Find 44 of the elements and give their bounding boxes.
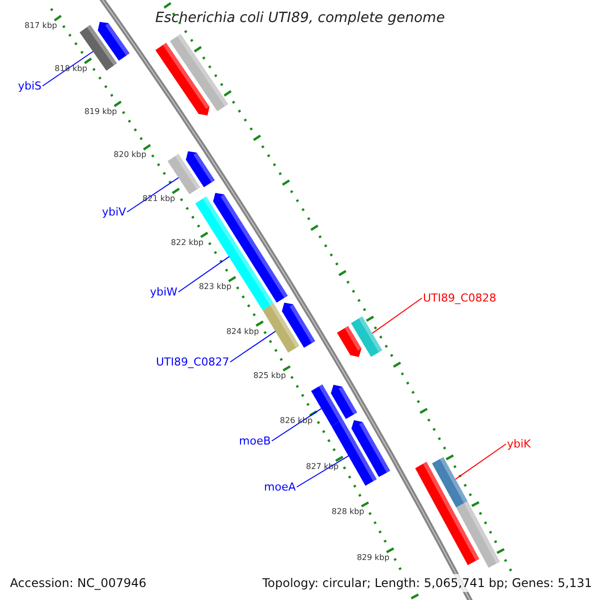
tick-label: 823 kbp	[198, 281, 232, 294]
gene-bar	[330, 384, 358, 419]
tick-label: 825 kbp	[253, 370, 286, 382]
leader-line	[42, 51, 94, 86]
tick-label: 829 kbp	[356, 552, 390, 564]
tick-label: 818 kbp	[54, 62, 88, 75]
gene-bar	[415, 462, 480, 566]
gene-label: ybiK	[507, 438, 531, 450]
tick-label: 828 kbp	[332, 506, 364, 518]
leader-line	[271, 408, 322, 442]
gene-bar	[155, 42, 210, 116]
tick-label: 824 kbp	[226, 326, 259, 338]
tick-label: 820 kbp	[114, 149, 146, 162]
gene-label: ybiV	[102, 206, 126, 218]
leader-line	[296, 455, 350, 488]
gene-bar	[456, 501, 500, 568]
gene-bar	[282, 302, 316, 348]
leader-line	[178, 256, 230, 292]
leader-line	[126, 177, 179, 212]
gene-bar	[168, 154, 200, 194]
gene-bar	[262, 303, 300, 353]
leader-line	[230, 330, 276, 362]
gene-label: UTI89_C0828	[423, 292, 496, 304]
gene-bar	[186, 151, 215, 188]
tick-label: 817 kbp	[24, 20, 58, 32]
tick-label: 819 kbp	[84, 106, 117, 118]
gene-label: ybiW	[150, 286, 178, 298]
gene-label: moeA	[264, 482, 296, 492]
gene-bar	[98, 22, 130, 61]
gene-bar	[432, 457, 468, 508]
gene-bar	[213, 192, 288, 303]
gene-bar	[170, 34, 228, 112]
leader-line	[455, 444, 506, 480]
gene-label: UTI89_C0827	[156, 356, 230, 368]
gene-label: moeB	[239, 436, 271, 446]
gene-bar	[351, 316, 382, 357]
gene-label: ybiS	[18, 80, 42, 92]
gene-bar	[351, 420, 390, 477]
genome-stats-text: Topology: circular; Length: 5,065,741 bp; Genes: 5,131	[260, 574, 594, 592]
gene-bar	[311, 384, 343, 426]
gene-bar	[337, 326, 362, 357]
tick-label: 822 kbp	[170, 236, 204, 249]
leader-line	[372, 298, 422, 334]
title: Escherichia coli UTI89, complete genome	[154, 9, 446, 28]
